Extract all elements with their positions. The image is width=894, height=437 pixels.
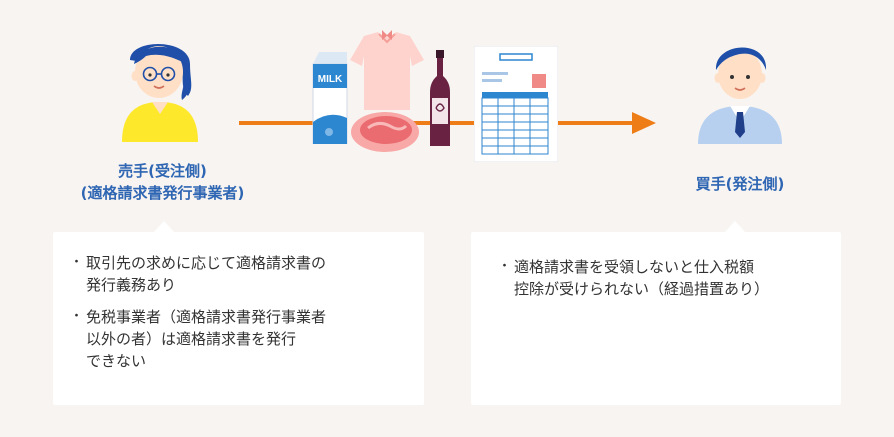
- meat-icon: [351, 112, 419, 152]
- buyer-person-icon: [698, 47, 782, 144]
- wine-bottle-icon: [430, 50, 450, 146]
- seller-notes-list: 取引先の求めに応じて適格請求書の 発行義務あり 免税事業者（適格請求書発行事業者…: [70, 252, 412, 382]
- shirt-icon: [350, 30, 424, 110]
- milk-label: MILK: [318, 74, 343, 85]
- arrow-head: [632, 112, 656, 134]
- seller-note-2: 免税事業者（適格請求書発行事業者 以外の者）は適格請求書を発行 できない: [70, 306, 412, 372]
- buyer-box-pointer: [724, 221, 746, 233]
- buyer-notes-list: 適格請求書を受領しないと仕入税額 控除が受けられない（経過措置あり）: [498, 256, 830, 310]
- buyer-role: 買手(発注側): [695, 175, 785, 193]
- seller-subrole: (適格請求書発行事業者): [80, 184, 245, 202]
- invoice-document-icon: [474, 46, 558, 162]
- buyer-label: 買手(発注側): [640, 173, 840, 195]
- seller-person-icon: [122, 43, 198, 142]
- seller-note-1: 取引先の求めに応じて適格請求書の 発行義務あり: [70, 252, 412, 296]
- arrow-line-left: [239, 121, 319, 125]
- seller-label: 売手(受注側) (適格請求書発行事業者): [40, 160, 285, 204]
- buyer-note-1: 適格請求書を受領しないと仕入税額 控除が受けられない（経過措置あり）: [498, 256, 830, 300]
- milk-carton-icon: MILK: [312, 52, 348, 144]
- seller-box-pointer: [153, 221, 175, 233]
- seller-role: 売手(受注側): [118, 162, 207, 180]
- arrow-line-right: [556, 121, 636, 125]
